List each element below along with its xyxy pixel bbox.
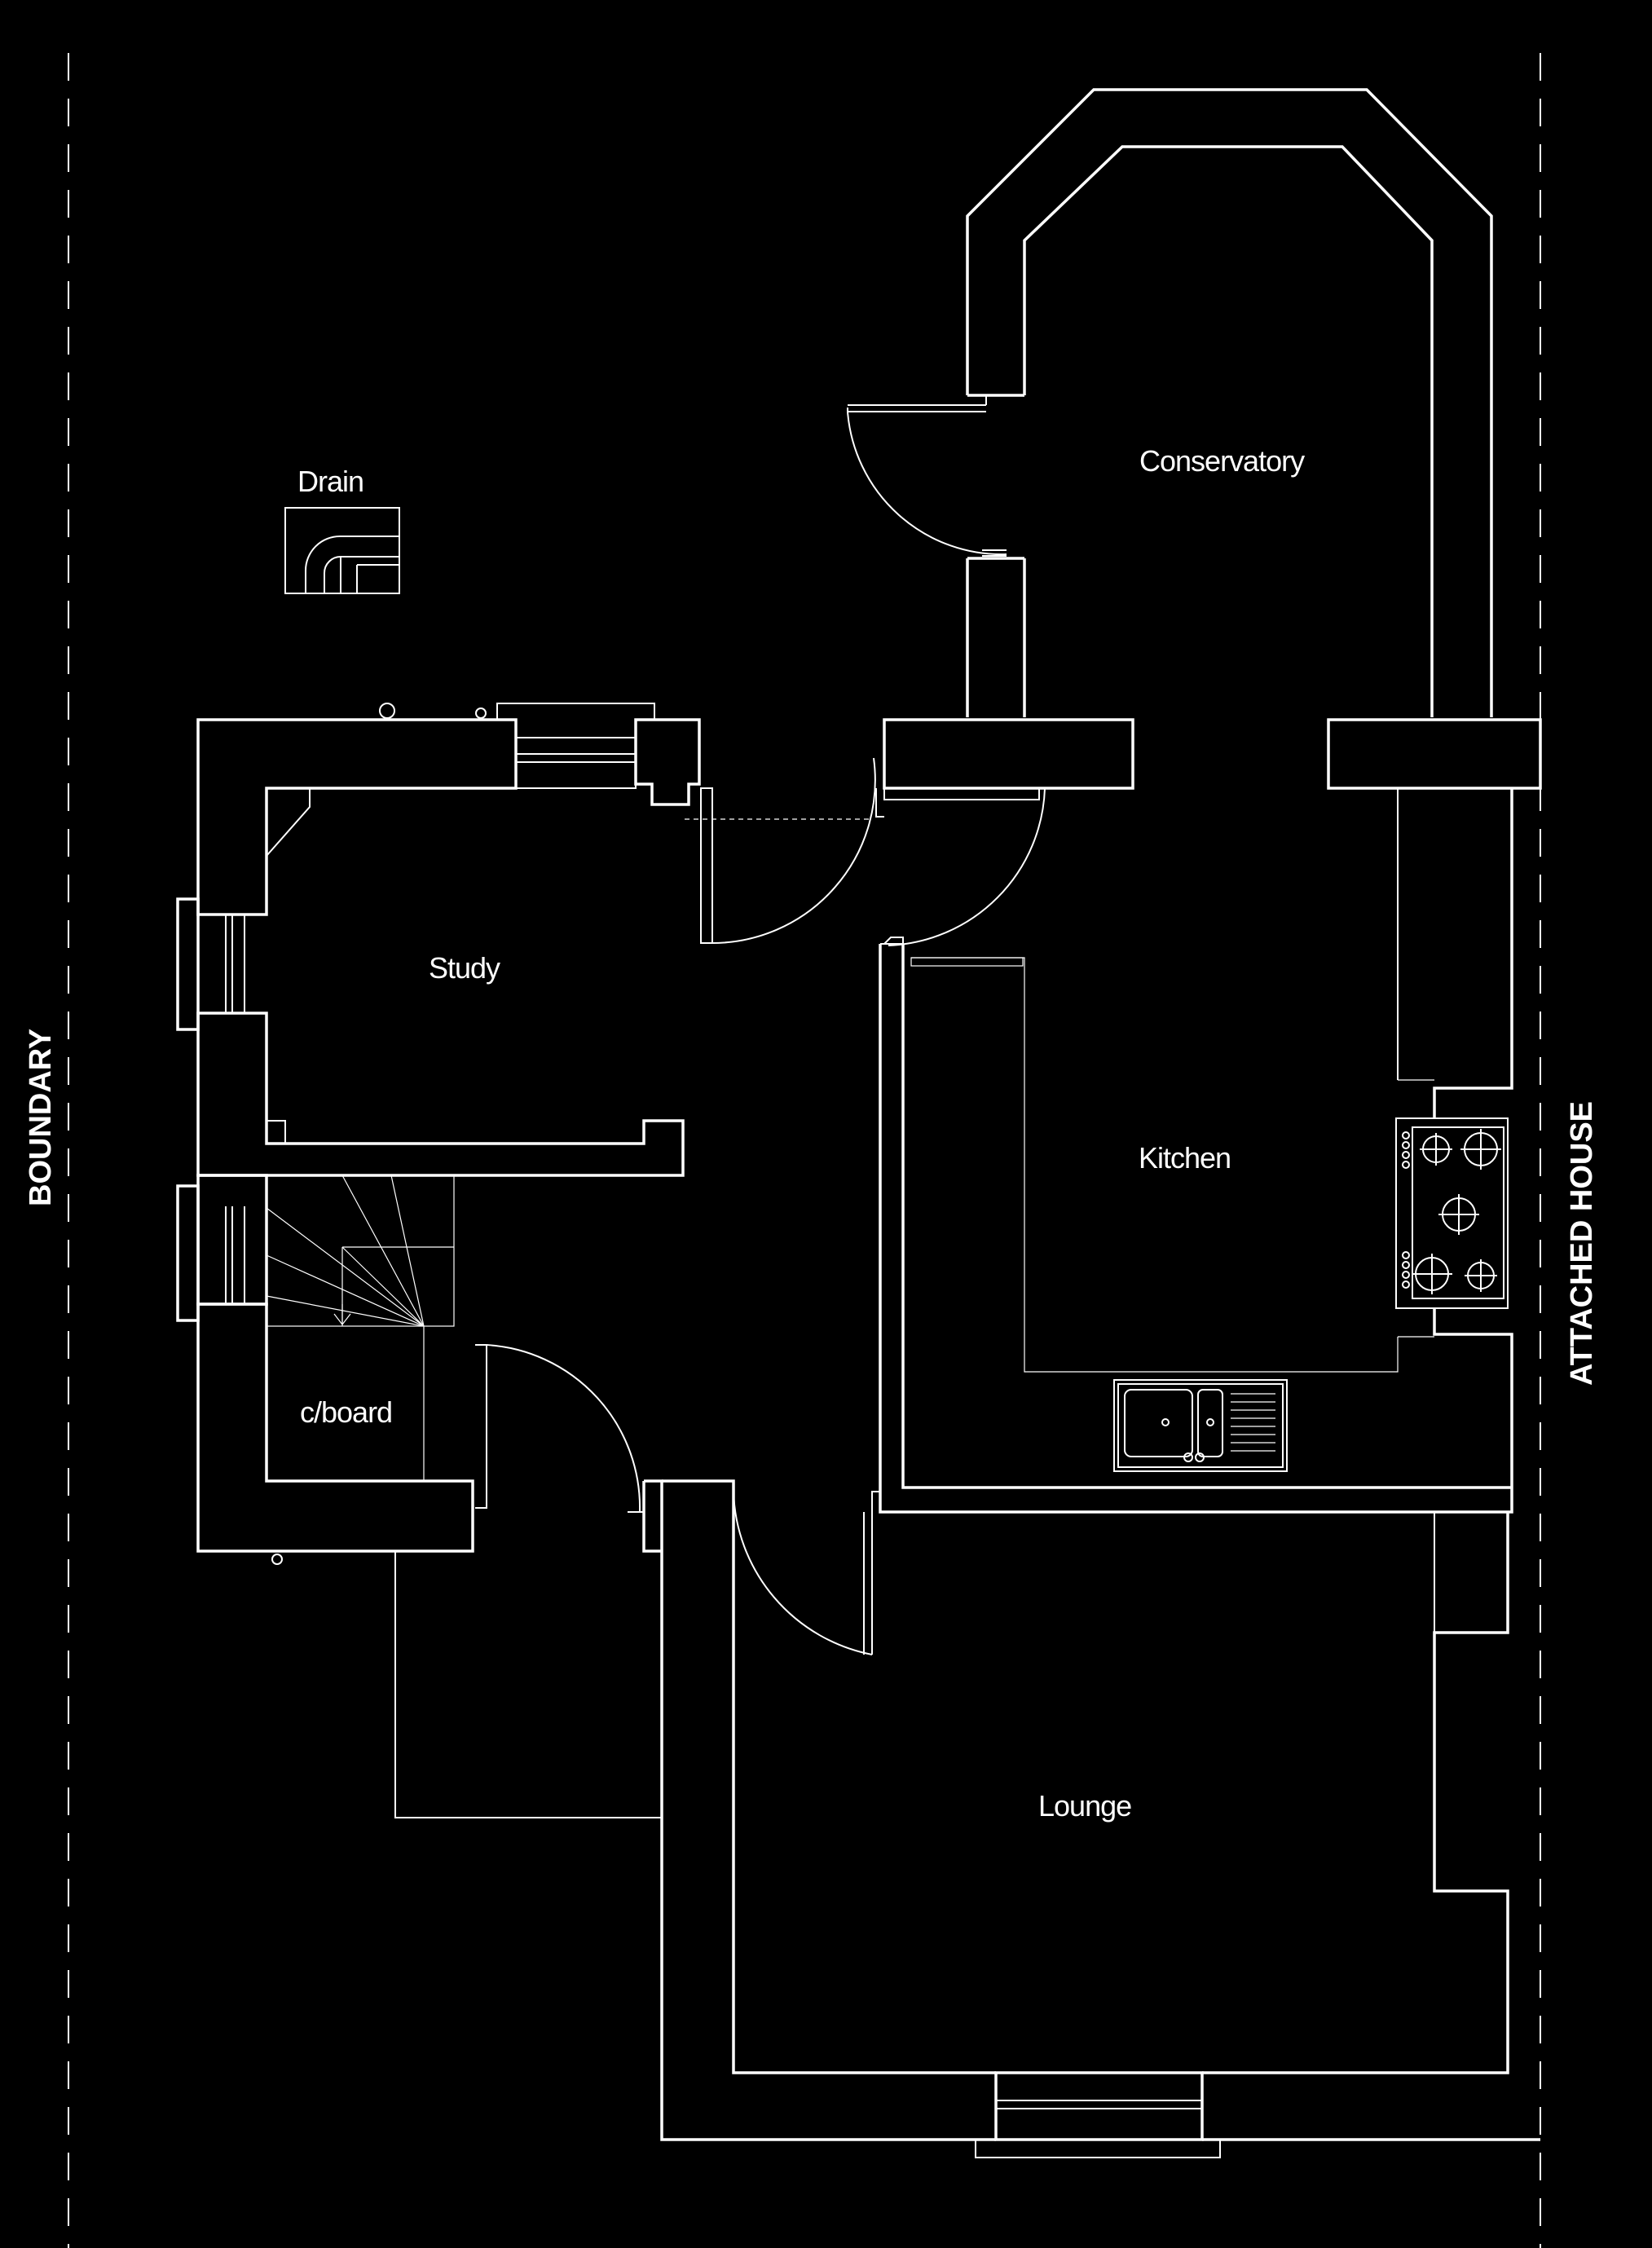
central-doors — [685, 757, 1046, 946]
left-windows — [176, 897, 245, 1322]
lounge-label: Lounge — [1038, 1789, 1131, 1823]
boundary-label: BOUNDARY — [24, 1029, 58, 1206]
lounge-walls — [394, 1344, 1540, 2141]
study-walls — [196, 718, 1542, 1177]
conservatory-walls — [847, 88, 1493, 717]
study-window — [379, 703, 655, 789]
hob-icon — [1395, 1117, 1509, 1309]
sink-icon — [1113, 1379, 1288, 1472]
study-label: Study — [429, 951, 500, 985]
conservatory-label: Conservatory — [1139, 444, 1305, 478]
attached-house-label: ATTACHED HOUSE — [1565, 1101, 1599, 1386]
kitchen-label: Kitchen — [1139, 1141, 1231, 1175]
lounge-window — [975, 2071, 1221, 2158]
drain-label: Drain — [297, 465, 363, 498]
cupboard-label: c/board — [300, 1395, 392, 1429]
stairs-and-cupboard — [196, 1174, 474, 1565]
kitchen-walls — [879, 788, 1513, 1514]
drain-symbol — [284, 507, 400, 594]
